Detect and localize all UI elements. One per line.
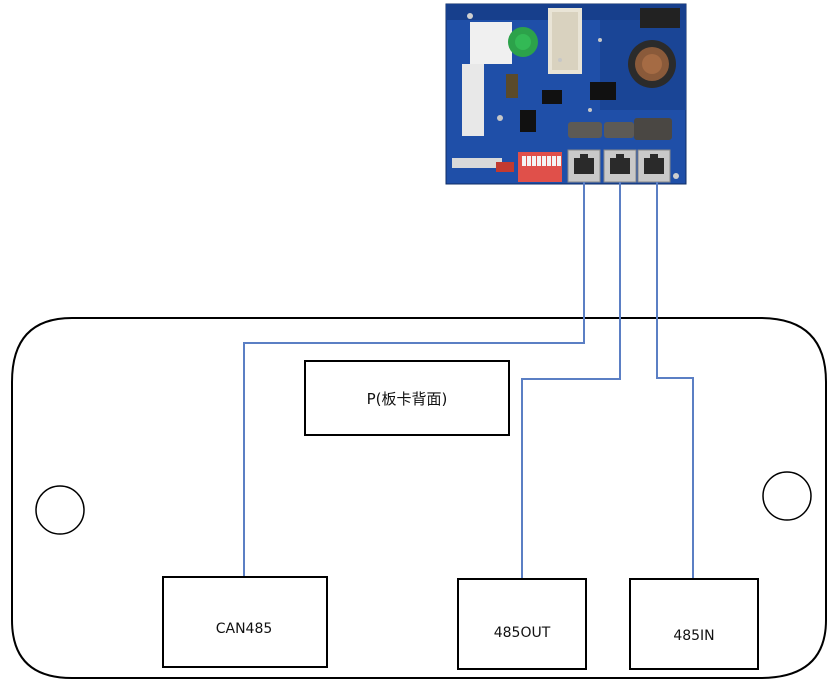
wires bbox=[243, 182, 694, 580]
enclosure-outline bbox=[11, 317, 827, 679]
rj45-port-485out bbox=[603, 149, 637, 183]
box-485in: 485IN bbox=[629, 578, 759, 670]
box-485in-label: 485IN bbox=[673, 628, 714, 644]
rj45-port-485in bbox=[637, 149, 671, 183]
wire-485out bbox=[521, 182, 621, 580]
box-p-back: P(板卡背面) bbox=[304, 360, 510, 436]
box-485out: 485OUT bbox=[457, 578, 587, 670]
wire-can485 bbox=[243, 182, 585, 578]
rj45-port-can485 bbox=[567, 149, 601, 183]
circuit-board-photo bbox=[445, 3, 687, 185]
mounting-hole-right bbox=[762, 471, 812, 521]
box-can485-label: CAN485 bbox=[216, 621, 273, 637]
mounting-hole-left bbox=[35, 485, 85, 535]
box-can485: CAN485 bbox=[162, 576, 328, 668]
dip-switch bbox=[518, 152, 562, 182]
wire-485in bbox=[656, 182, 694, 580]
box-p-back-label: P(板卡背面) bbox=[367, 390, 448, 408]
box-485out-label: 485OUT bbox=[494, 625, 551, 641]
